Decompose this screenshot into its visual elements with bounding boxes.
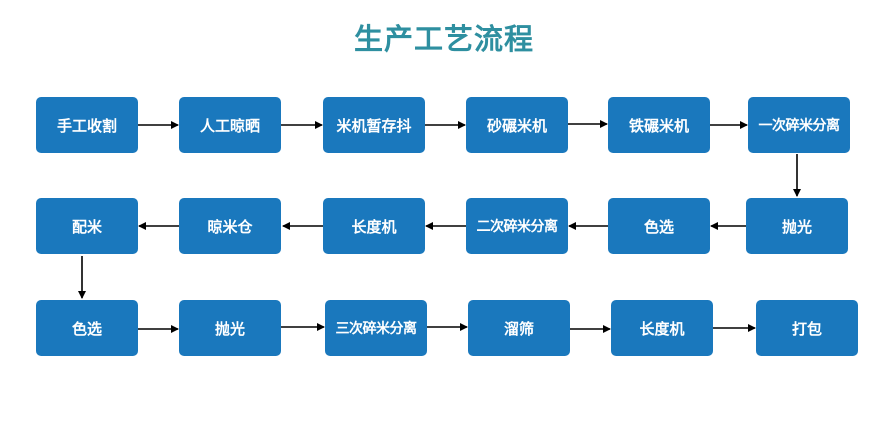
step-packaging: 打包 [756,300,858,356]
step-color-sorting-2: 色选 [36,300,138,356]
step-sun-drying: 人工晾晒 [179,97,281,153]
step-rice-blending: 配米 [36,198,138,254]
step-rice-machine-buffer: 米机暂存抖 [323,97,425,153]
step-sieving: 溜筛 [468,300,570,356]
page-title: 生产工艺流程 [353,22,534,56]
step-manual-harvest: 手工收割 [36,97,138,153]
step-first-broken-rice-separation: 一次碎米分离 [748,97,850,153]
step-sand-rice-mill: 砂碾米机 [466,97,568,153]
step-polishing-2: 抛光 [179,300,281,356]
step-polishing-1: 抛光 [746,198,848,254]
step-rice-drying-bin: 晾米仓 [179,198,281,254]
step-length-grader-1: 长度机 [323,198,425,254]
step-length-grader-2: 长度机 [611,300,713,356]
step-third-broken-rice-separation: 三次碎米分离 [325,300,427,356]
step-color-sorting-1: 色选 [608,198,710,254]
step-second-broken-rice-separation: 二次碎米分离 [466,198,568,254]
step-iron-rice-mill: 铁碾米机 [608,97,710,153]
